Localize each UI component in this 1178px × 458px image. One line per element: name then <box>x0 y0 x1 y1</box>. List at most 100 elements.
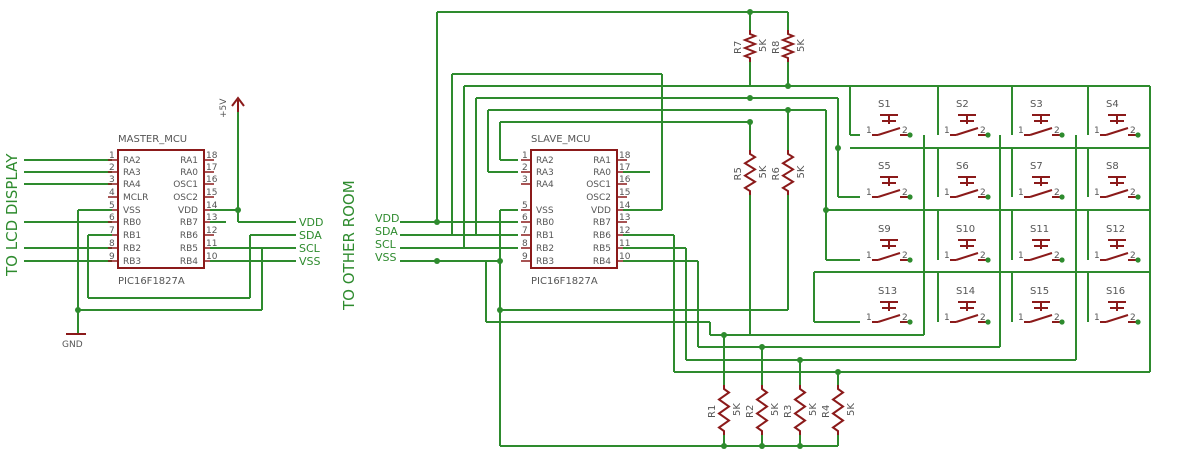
master-pin-num-right-6: 12 <box>206 226 217 236</box>
slave-pin-num-right-6: 12 <box>619 226 630 236</box>
slave-pin-left-2: RA4 <box>536 180 554 190</box>
master-mcu: MASTER_MCU PIC16F1827A RA21RA32RA43MCLR4… <box>108 134 218 287</box>
slave-pin-num-left-0: 1 <box>522 151 528 161</box>
master-net-scl: SCL <box>299 242 321 255</box>
master-pin-left-4: VSS <box>123 206 141 216</box>
slave-pin-num-left-7: 9 <box>522 252 528 262</box>
resistor-name-3: R6 <box>771 167 782 180</box>
gnd-label: GND <box>62 340 83 350</box>
switch-pin2-11: 2 <box>1130 251 1136 261</box>
switch-name-6: S7 <box>1030 161 1043 172</box>
resistor-name-7: R4 <box>821 405 832 418</box>
master-pin-num-right-7: 11 <box>206 239 217 249</box>
master-pin-left-0: RA2 <box>123 156 141 166</box>
slave-pin-right-4: VDD <box>591 206 611 216</box>
master-pin-right-0: RA1 <box>180 156 198 166</box>
switch-pin2-0: 2 <box>902 126 908 136</box>
switch-pin1-13: 1 <box>944 313 950 323</box>
slave-pin-right-5: RB7 <box>593 218 611 228</box>
resistor-value-5: 5K <box>770 403 781 416</box>
slave-pin-num-left-3: 5 <box>522 201 528 211</box>
slave-mcu-name: SLAVE_MCU <box>531 134 590 145</box>
switch-pin2-12: 2 <box>902 313 908 323</box>
keypad-grid-wiring <box>813 85 1151 372</box>
switch-pin1-1: 1 <box>944 126 950 136</box>
master-pin-left-2: RA4 <box>123 180 141 190</box>
resistor-value-7: 5K <box>846 403 857 416</box>
slave-pin-left-0: RA2 <box>536 156 554 166</box>
switch-pin1-4: 1 <box>866 188 872 198</box>
slave-net-sda: SDA <box>375 225 398 238</box>
slave-pin-num-right-4: 14 <box>619 201 631 211</box>
master-pin-right-7: RB5 <box>180 244 198 254</box>
switch-pin1-7: 1 <box>1094 188 1100 198</box>
master-pin-num-left-2: 3 <box>109 175 115 185</box>
master-pin-num-left-4: 5 <box>109 201 115 211</box>
switch-pin1-9: 1 <box>944 251 950 261</box>
slave-pin-left-7: RB3 <box>536 257 554 267</box>
switch-name-15: S16 <box>1106 286 1125 297</box>
slave-pin-left-3: VSS <box>536 206 554 216</box>
switch-pin1-11: 1 <box>1094 251 1100 261</box>
slave-pin-num-right-7: 11 <box>619 239 630 249</box>
slave-net-scl: SCL <box>375 238 397 251</box>
master-pin-num-left-1: 2 <box>109 163 115 173</box>
resistor-r2: R2 5K <box>745 385 781 435</box>
slave-pin-num-left-1: 2 <box>522 163 528 173</box>
slave-pin-left-1: RA3 <box>536 168 554 178</box>
switch-name-9: S10 <box>956 224 975 235</box>
slave-pin-right-8: RB4 <box>593 257 611 267</box>
master-pin-num-right-8: 10 <box>206 252 218 262</box>
master-pin-right-8: RB4 <box>180 257 198 267</box>
slave-pin-num-left-5: 7 <box>522 226 528 236</box>
lcd-wires <box>24 159 112 262</box>
switch-name-10: S11 <box>1030 224 1049 235</box>
switch-pin1-5: 1 <box>944 188 950 198</box>
slave-pin-right-3: OSC2 <box>586 193 611 203</box>
master-pin-num-right-4: 14 <box>206 201 218 211</box>
slave-pin-num-left-6: 8 <box>522 239 528 249</box>
master-pin-right-2: OSC1 <box>173 180 198 190</box>
master-pin-right-3: OSC2 <box>173 193 198 203</box>
resistor-name-5: R2 <box>745 405 756 418</box>
master-pin-right-5: RB7 <box>180 218 198 228</box>
slave-net-labels: VDD SDA SCL VSS <box>375 212 399 264</box>
switch-pin2-3: 2 <box>1130 126 1136 136</box>
master-pin-num-right-2: 16 <box>206 175 218 185</box>
slave-pin-right-6: RB6 <box>593 231 611 241</box>
master-pin-left-7: RB2 <box>123 244 141 254</box>
slave-pin-right-2: OSC1 <box>586 180 611 190</box>
resistor-r3: R3 5K <box>783 385 819 435</box>
switch-pin1-0: 1 <box>866 126 872 136</box>
slave-pin-num-right-0: 18 <box>619 151 631 161</box>
slave-net-vss: VSS <box>375 251 397 264</box>
switch-pin1-6: 1 <box>1018 188 1024 198</box>
master-pin-left-6: RB1 <box>123 231 141 241</box>
resistor-name-6: R3 <box>783 405 794 418</box>
resistor-value-6: 5K <box>808 403 819 416</box>
switch-pin2-13: 2 <box>980 313 986 323</box>
switch-name-13: S14 <box>956 286 975 297</box>
switch-name-2: S3 <box>1030 99 1043 110</box>
slave-pin-left-5: RB1 <box>536 231 554 241</box>
master-pin-left-3: MCLR <box>123 193 148 203</box>
switch-pin1-2: 1 <box>1018 126 1024 136</box>
master-net-vss: VSS <box>299 255 321 268</box>
slave-pin-left-4: RB0 <box>536 218 554 228</box>
resistor-value-1: 5K <box>796 39 807 52</box>
master-pin-right-4: VDD <box>178 206 198 216</box>
switch-pin2-9: 2 <box>980 251 986 261</box>
slave-pin-num-left-2: 3 <box>522 175 528 185</box>
master-pin-left-1: RA3 <box>123 168 141 178</box>
plus5v-label: +5V <box>219 98 229 118</box>
switch-pin2-10: 2 <box>1054 251 1060 261</box>
slave-net-wires <box>400 221 518 262</box>
